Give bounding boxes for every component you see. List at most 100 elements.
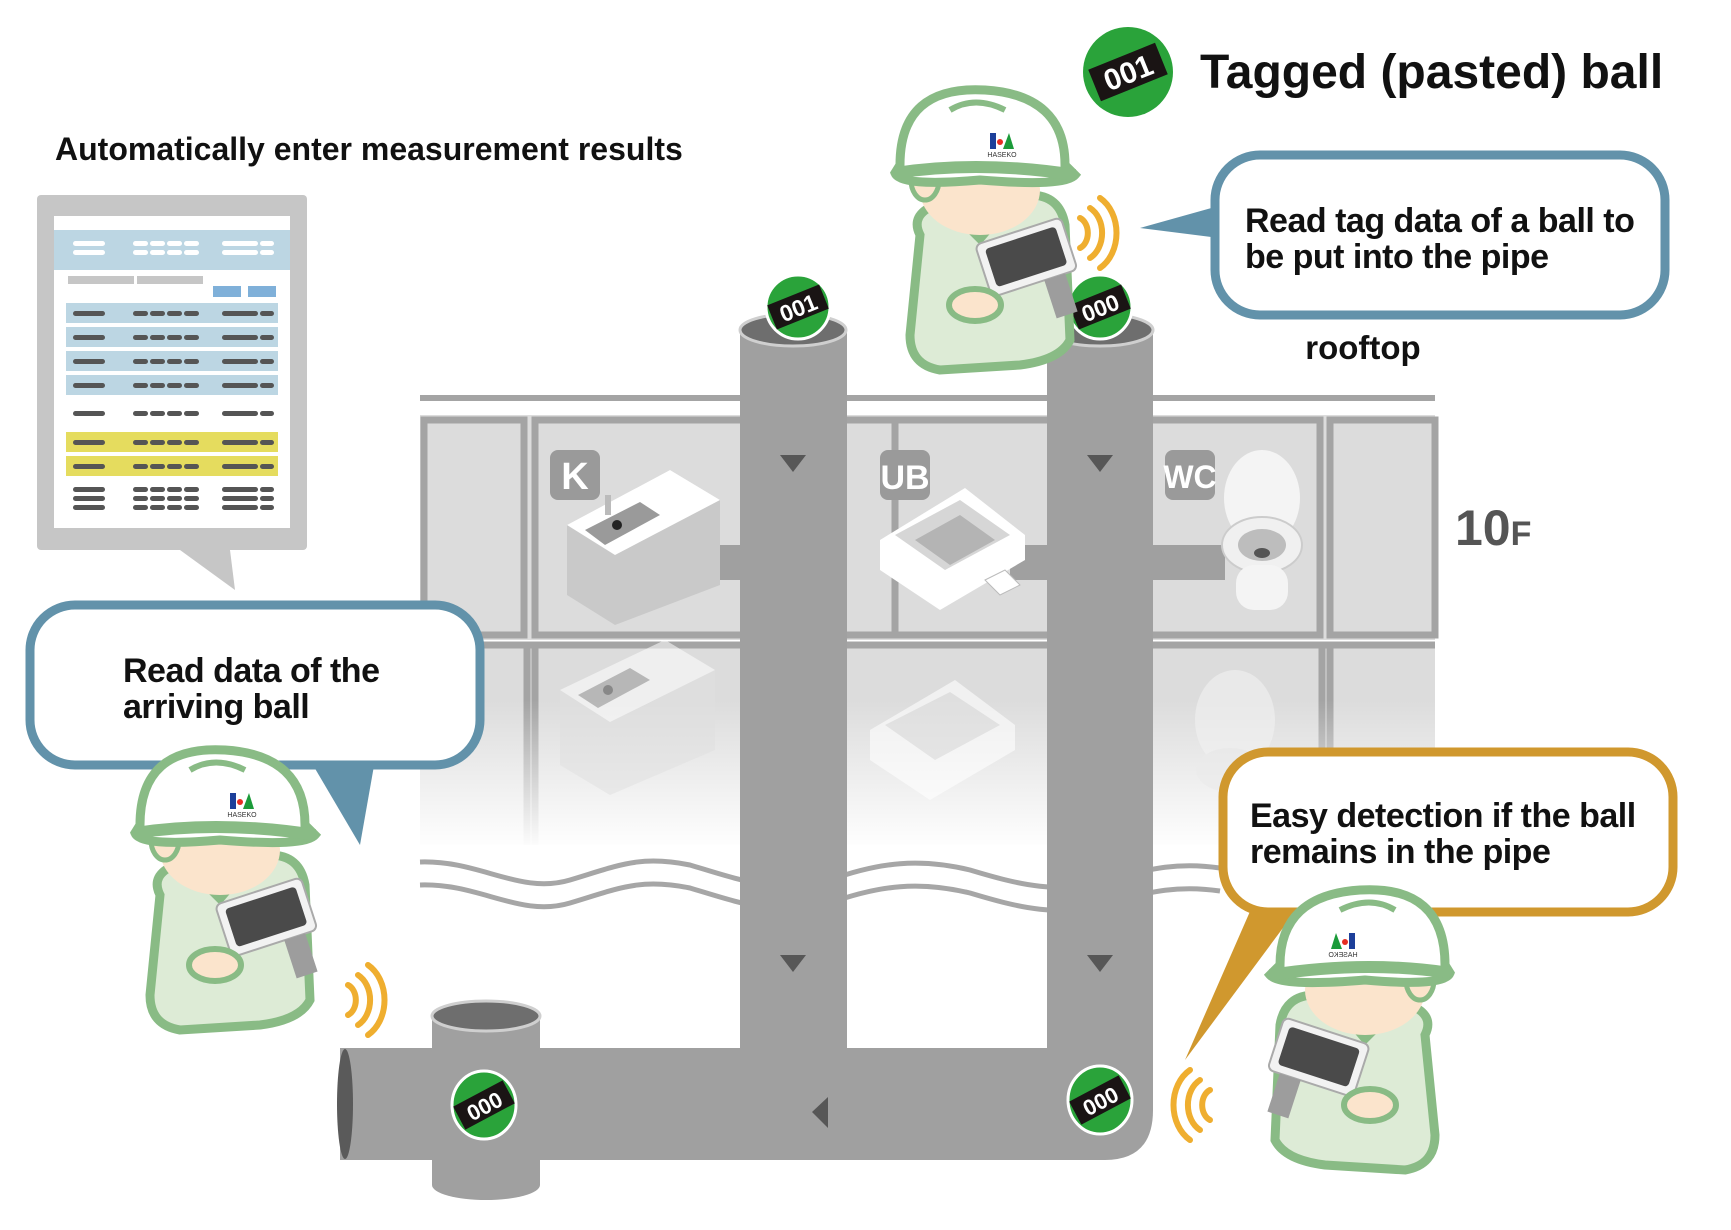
bubble-top: [1140, 150, 1670, 320]
room-label-k: K: [550, 450, 600, 500]
report-row-line: [73, 335, 105, 340]
report-lines: [66, 241, 278, 510]
floor-label: 10F: [1455, 500, 1531, 556]
svg-text:K: K: [561, 456, 589, 498]
report-row-line: [167, 464, 182, 469]
report-footer-line: [222, 505, 258, 510]
worker-hand: [186, 946, 244, 984]
report-row-line: [260, 411, 274, 416]
report-header-line: [260, 250, 274, 255]
worker-hand: [946, 286, 1004, 324]
bubble-right-line1: Easy detection if the ball: [1250, 797, 1636, 835]
report-footer-line: [167, 505, 182, 510]
report-row-line: [167, 383, 182, 388]
haseko-logo-icon: HASEKO: [987, 133, 1017, 159]
tagged-ball-pipe2: 000: [1066, 273, 1134, 341]
report-field-bar: [68, 276, 134, 284]
report-row-line: [73, 411, 105, 416]
main-pipe-outlet: [337, 1049, 353, 1159]
report-footer-line: [133, 505, 148, 510]
report-header-line: [150, 250, 165, 255]
report-footer-line: [167, 487, 182, 492]
worker-right: HASEKO: [1263, 885, 1455, 1175]
helmet-ridge: [188, 759, 247, 773]
report-row-line: [260, 311, 274, 316]
tablet-reader-icon: [215, 877, 318, 979]
report-row-line: [184, 335, 199, 340]
report-footer-line: [133, 496, 148, 501]
report-row-line: [222, 464, 258, 469]
helmet-icon: [130, 745, 322, 848]
bubble-left-text: Read data of the arriving ball: [123, 653, 380, 725]
report-row-line: [184, 411, 199, 416]
report-row-line: [222, 359, 258, 364]
signal-icon-top: [1077, 195, 1120, 271]
report-row-line: [167, 311, 182, 316]
report-footer-line: [73, 505, 105, 510]
svg-text:HASEKO: HASEKO: [1328, 952, 1358, 959]
worker-hand: [1341, 1086, 1399, 1124]
report-row-line: [222, 411, 258, 416]
helmet-ridge: [1338, 899, 1397, 913]
report-row-line: [260, 383, 274, 388]
svg-text:UB: UB: [880, 459, 929, 497]
tagged-ball-bottom-left: 000: [450, 1069, 518, 1141]
flow-arrow-down-3: [780, 955, 806, 972]
branch-pipe-wc: [1145, 545, 1225, 580]
report-row-line: [150, 335, 165, 340]
report-row-line: [167, 359, 182, 364]
report-footer-line: [150, 487, 165, 492]
flow-arrow-down-1: [780, 455, 806, 472]
report-footer-line: [133, 487, 148, 492]
rooftop-label: rooftop: [1305, 329, 1420, 366]
kitchen-sink-icon: [567, 470, 720, 625]
flow-arrow-down-4: [1087, 955, 1113, 972]
tee-opening: [430, 999, 542, 1033]
report-row-line: [133, 440, 148, 445]
signal-icon-left: [345, 962, 388, 1038]
room-label-wc: WC: [1163, 450, 1217, 500]
report-row-line: [73, 440, 105, 445]
roof-line: [420, 395, 1435, 401]
bubble-top-line1: Read tag data of a ball to: [1245, 202, 1635, 240]
vertical-pipe-2: [1047, 330, 1153, 1160]
report-row-line: [133, 335, 148, 340]
worker-left: HASEKO: [130, 745, 322, 1035]
bubble-right-line2: remains in the pipe: [1250, 833, 1551, 871]
report-header-line: [133, 250, 148, 255]
report-row-line: [133, 411, 148, 416]
tagged-ball-pipe1: 001: [764, 273, 832, 341]
report-row-line: [150, 411, 165, 416]
report-field-bar: [137, 276, 203, 284]
svg-text:WC: WC: [1163, 459, 1216, 495]
helmet-icon: [890, 85, 1082, 188]
report-row-line: [150, 311, 165, 316]
legend-label: Tagged (pasted) ball: [1200, 46, 1663, 99]
flow-arrow-down-2: [1087, 455, 1113, 472]
report-row-line: [133, 359, 148, 364]
kitchen-sink-9f-icon: [560, 640, 715, 795]
report-row-line: [167, 440, 182, 445]
helmet-brim: [1269, 961, 1451, 981]
report-header-line: [167, 250, 182, 255]
report-row-line: [260, 335, 274, 340]
signal-icon-right: [1170, 1067, 1213, 1143]
report-row-line: [167, 411, 182, 416]
report-row-line: [133, 311, 148, 316]
report-row-line: [150, 464, 165, 469]
report-row-line: [260, 359, 274, 364]
report-footer-line: [73, 487, 105, 492]
report-button: [213, 286, 241, 297]
report-row-line: [167, 335, 182, 340]
room-label-ub: UB: [880, 450, 930, 500]
report-row-line: [133, 383, 148, 388]
report-footer-line: [184, 505, 199, 510]
report-header-line: [133, 241, 148, 246]
report-header-line: [150, 241, 165, 246]
report-row-line: [222, 335, 258, 340]
helmet-ridge: [948, 99, 1007, 113]
report-pointer: [180, 550, 235, 590]
helmet-brim: [134, 821, 316, 841]
report-row-line: [150, 440, 165, 445]
